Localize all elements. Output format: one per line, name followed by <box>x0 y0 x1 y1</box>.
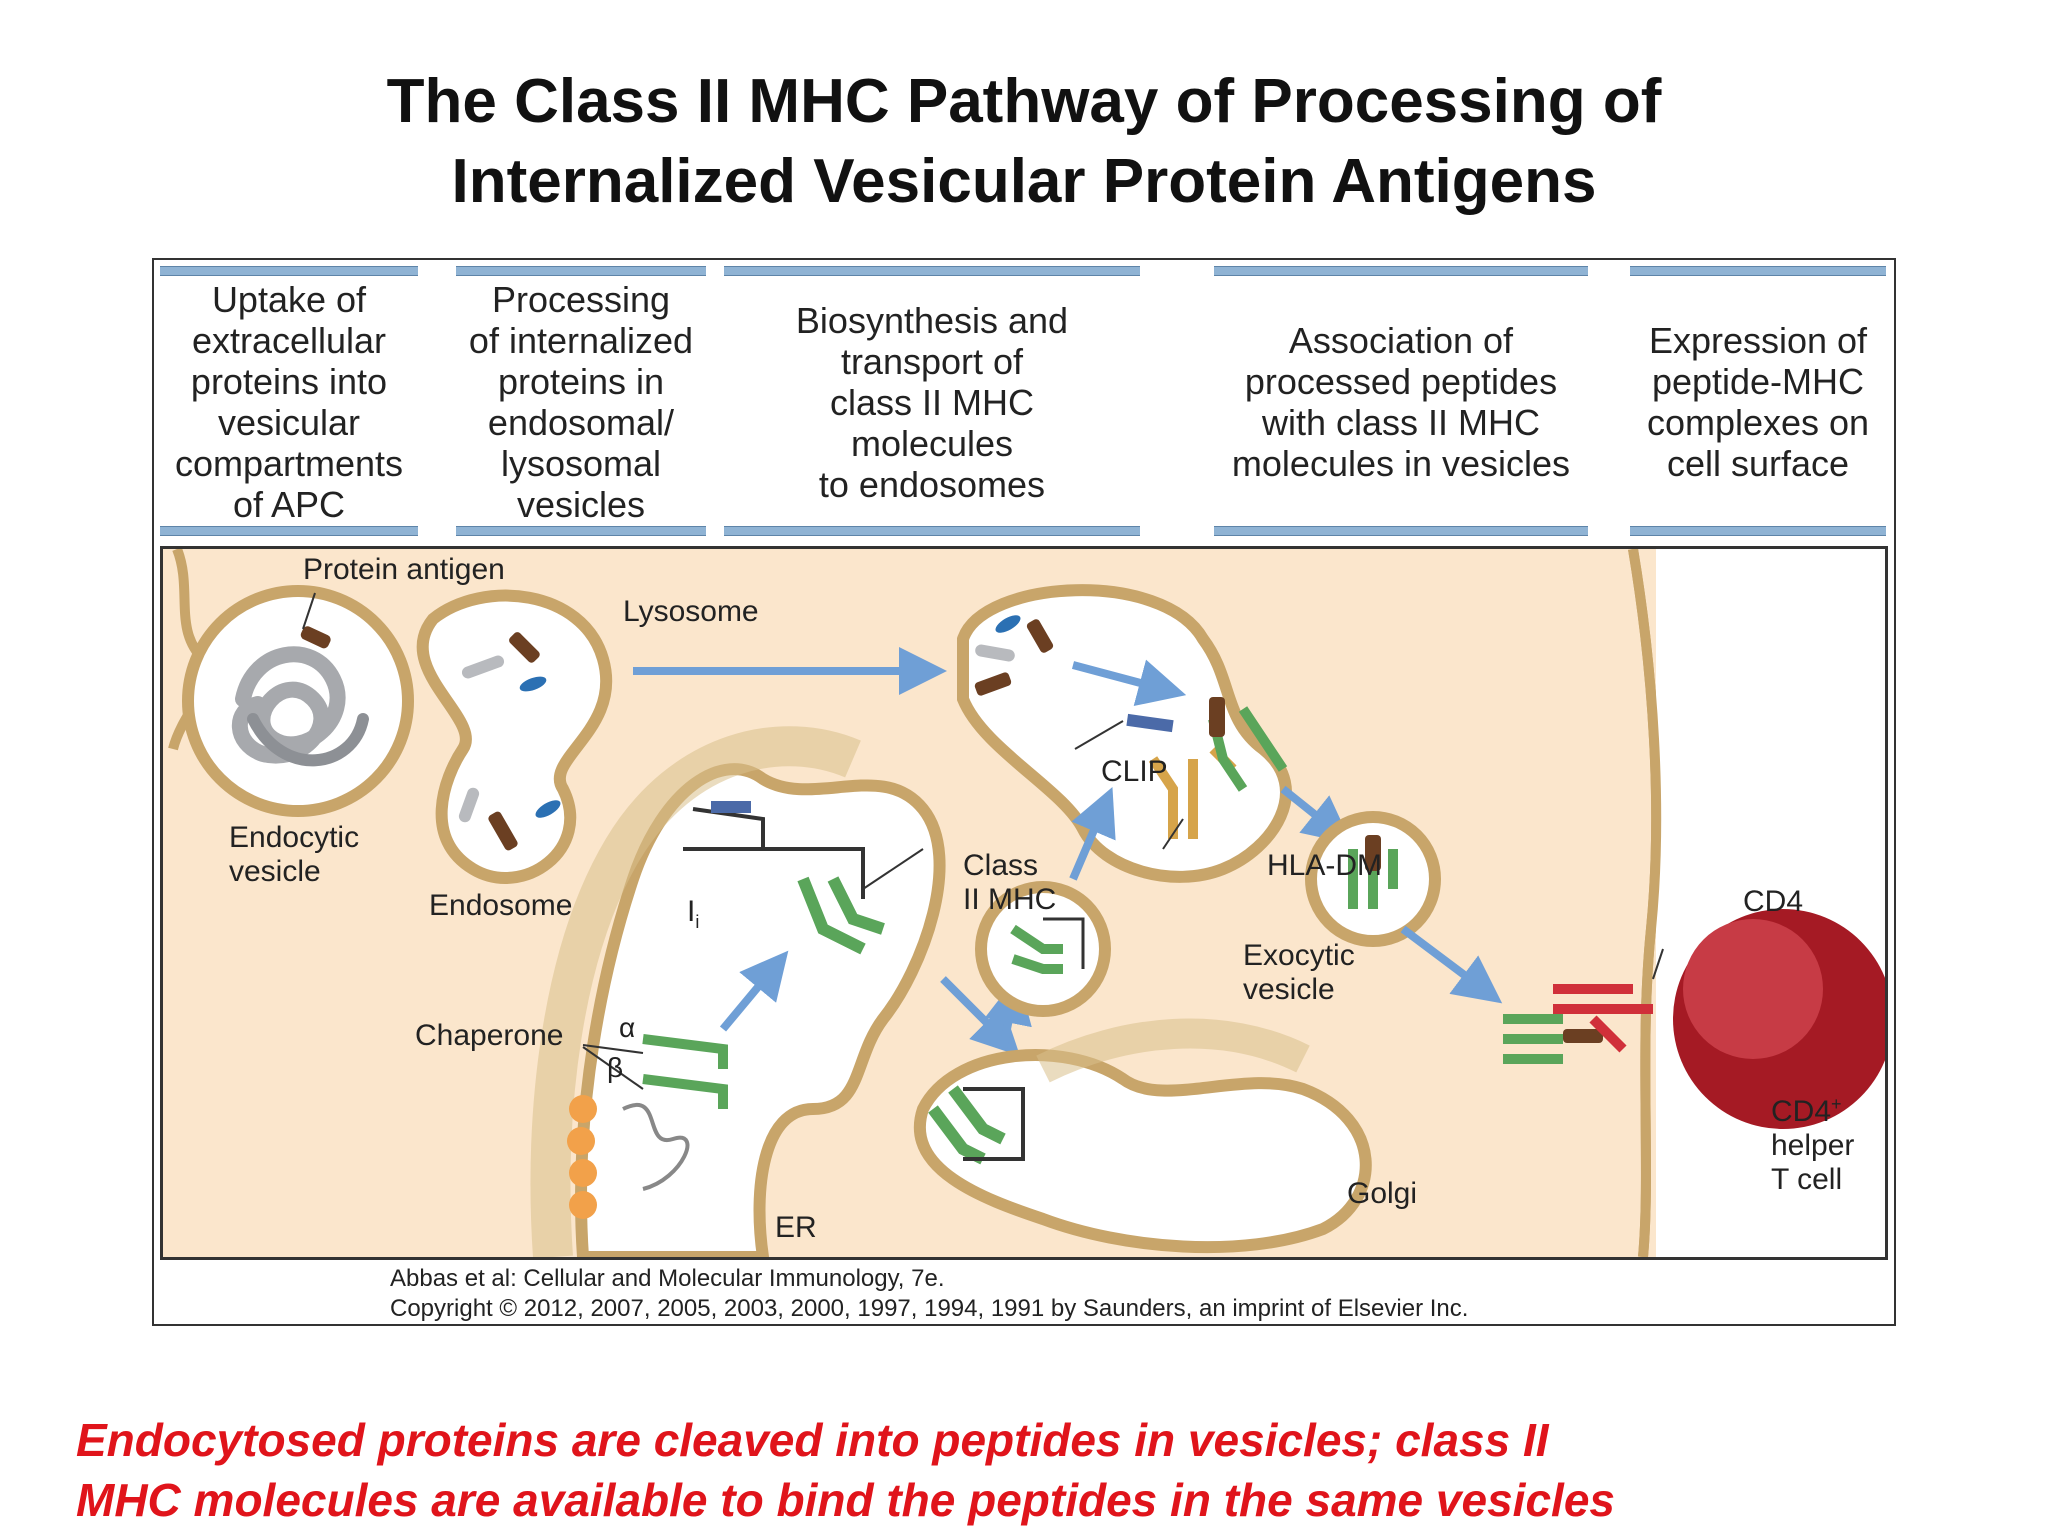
label-invariant-chain: Ii <box>687 895 700 932</box>
pathway-illustration <box>168 549 1885 1257</box>
chaperone-mhc-alpha <box>642 1034 728 1069</box>
caption-line-1: Endocytosed proteins are cleaved into pe… <box>76 1414 1549 1466</box>
label-beta: β <box>607 1052 624 1083</box>
label-alpha: α <box>619 1012 636 1043</box>
phase-biosynthesis: Biosynthesis and transport of class II M… <box>720 262 1144 542</box>
label-hla-dm: HLA-DM <box>1267 849 1383 882</box>
phase-uptake: Uptake of extracellular proteins into ve… <box>156 262 422 542</box>
chaperone-mhc-beta <box>642 1074 728 1109</box>
er-shadow <box>530 726 861 1257</box>
phase-association: Association of processed peptides with c… <box>1210 262 1592 542</box>
label-er: ER <box>775 1211 817 1244</box>
endoplasmic-reticulum <box>530 726 946 1257</box>
clip-peptide <box>1126 713 1174 733</box>
label-cd4: CD4 <box>1743 885 1804 918</box>
summary-caption: Endocytosed proteins are cleaved into pe… <box>76 1410 1615 1530</box>
label-golgi: Golgi <box>1347 1177 1418 1210</box>
title-line-2: Internalized Vesicular Protein Antigens <box>451 147 1597 216</box>
page-title: The Class II MHC Pathway of Processing o… <box>0 62 2048 222</box>
label-endosome: Endosome <box>429 889 573 922</box>
label-cd4-helper-t-cell: CD4+ helper T cell <box>1771 1094 1855 1196</box>
label-clip: CLIP <box>1101 755 1168 788</box>
surface-bound-vesicle <box>1305 811 1441 947</box>
exocytic-vesicle <box>975 881 1111 1017</box>
cell-illustration: Protein antigen Lysosome Endocytic vesic… <box>160 546 1888 1260</box>
golgi <box>914 1018 1372 1254</box>
label-chaperone: Chaperone <box>415 1019 564 1052</box>
surface-peptide-mhc <box>1503 984 1653 1064</box>
label-lysosome: Lysosome <box>623 595 759 628</box>
protein-antigen <box>231 646 346 764</box>
title-line-1: The Class II MHC Pathway of Processing o… <box>386 67 1662 136</box>
class-ii-mhc-in-er <box>797 876 885 955</box>
label-exocytic-vesicle: Exocytic vesicle <box>1243 939 1355 1006</box>
phase-expression: Expression of peptide-MHC complexes on c… <box>1626 262 1890 542</box>
extracellular-space <box>1656 549 1885 1257</box>
pathway-figure: Uptake of extracellular proteins into ve… <box>152 258 1896 1326</box>
caption-line-2: MHC molecules are available to bind the … <box>76 1474 1615 1526</box>
endocytic-vesicle <box>182 585 414 817</box>
cd4-coreceptor <box>1553 984 1653 1053</box>
credit-line-2: Copyright © 2012, 2007, 2005, 2003, 2000… <box>390 1295 1469 1322</box>
phase-processing: Processing of internalized proteins in e… <box>452 262 710 542</box>
label-endocytic-vesicle: Endocytic vesicle <box>229 821 360 888</box>
lysosome <box>957 584 1292 883</box>
endosome <box>416 589 613 884</box>
class-ii-mhc-in-golgi <box>928 1085 1006 1165</box>
label-protein-antigen: Protein antigen <box>303 553 505 586</box>
credit-line-1: Abbas et al: Cellular and Molecular Immu… <box>390 1265 945 1292</box>
invariant-chain <box>683 807 765 851</box>
label-class-ii-mhc: Class II MHC <box>963 849 1057 916</box>
